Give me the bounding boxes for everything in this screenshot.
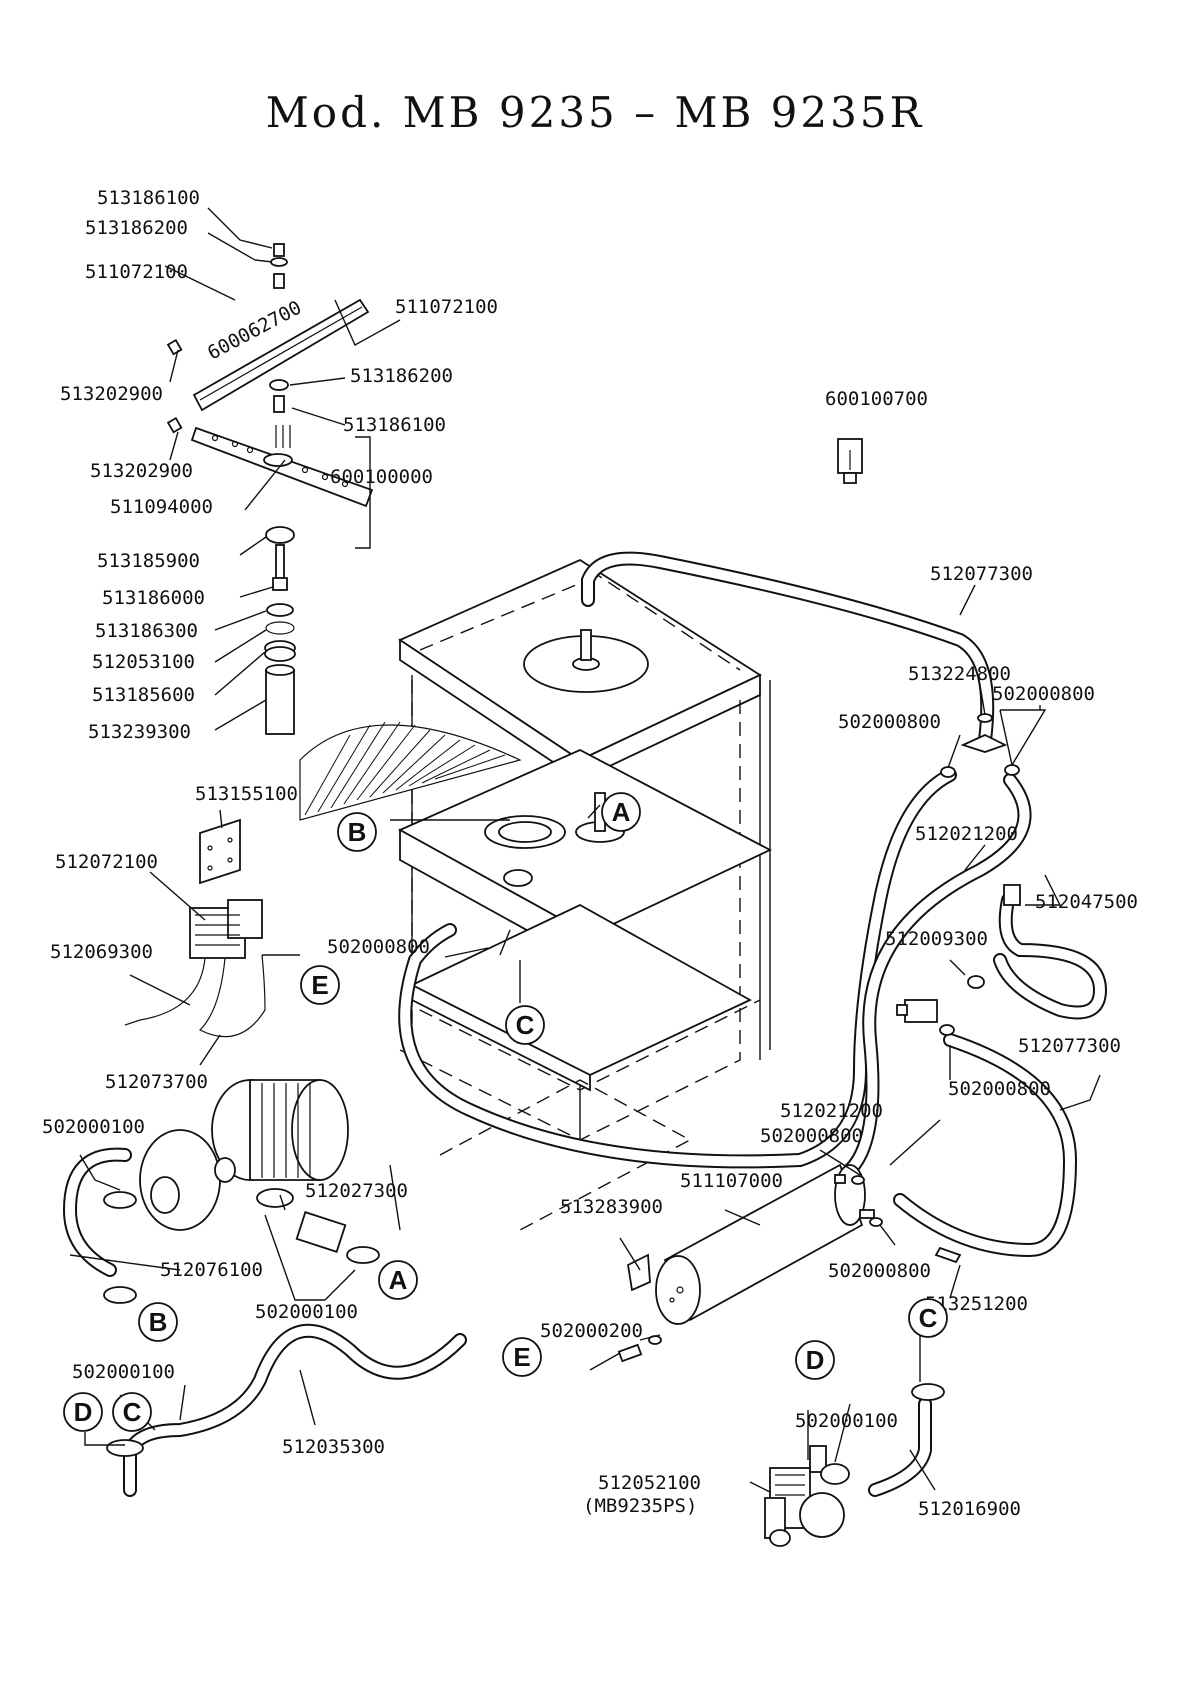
part-label: 512077300 — [1018, 1035, 1121, 1057]
svg-text:B: B — [348, 817, 367, 847]
part-label: 513251200 — [925, 1293, 1028, 1315]
part-label: 512052100 — [598, 1472, 701, 1494]
part-label: 512016900 — [918, 1498, 1021, 1520]
part-label: 502000100 — [72, 1361, 175, 1383]
svg-text:D: D — [806, 1345, 825, 1375]
callout-c: C — [505, 1005, 545, 1045]
part-label: 502000800 — [327, 936, 430, 958]
leader-lines — [69, 207, 1101, 1493]
inlet-valve-512009300 — [896, 884, 1021, 1036]
part-label: 600100700 — [825, 388, 928, 410]
part-label: 502000800 — [760, 1125, 863, 1147]
part-label: 600100000 — [330, 466, 433, 488]
part-label: 502000800 — [828, 1260, 931, 1282]
part-label: 512035300 — [282, 1436, 385, 1458]
svg-text:C: C — [123, 1397, 142, 1427]
part-label: 512076100 — [160, 1259, 263, 1281]
part-label: 513283900 — [560, 1196, 663, 1218]
part-label: 513185900 — [97, 550, 200, 572]
part-label: 513239300 — [88, 721, 191, 743]
svg-text:C: C — [919, 1303, 938, 1333]
part-label: 511107000 — [680, 1170, 783, 1192]
part-label: 513202900 — [90, 460, 193, 482]
solenoid-assembly — [124, 818, 300, 1038]
y-connector-513224800 — [940, 713, 1020, 778]
part-label: 502000800 — [838, 711, 941, 733]
callout-a: A — [378, 1260, 418, 1300]
svg-text:E: E — [513, 1342, 530, 1372]
part-label: 512077300 — [930, 563, 1033, 585]
part-label: 502000800 — [948, 1078, 1051, 1100]
callout-e: E — [502, 1337, 542, 1377]
callout-c: C — [908, 1298, 948, 1338]
part-label: 512047500 — [1035, 891, 1138, 913]
part-number-labels: 513186100 513186200 511072100 511072100 … — [42, 187, 1138, 1520]
part-label: 513186300 — [95, 620, 198, 642]
svg-text:A: A — [389, 1265, 408, 1295]
svg-text:E: E — [311, 970, 328, 1000]
boiler-511107000 — [617, 1163, 962, 1363]
part-label: 512053100 — [92, 651, 195, 673]
wash-pump-motor — [103, 1079, 380, 1457]
part-label: 512073700 — [105, 1071, 208, 1093]
part-label: 502000200 — [540, 1320, 643, 1342]
callout-e: E — [300, 965, 340, 1005]
part-label: 513186100 — [97, 187, 200, 209]
callout-c: C — [112, 1392, 152, 1432]
part-label: 513186000 — [102, 587, 205, 609]
part-label: 513202900 — [60, 383, 163, 405]
spray-arm-assembly — [166, 233, 374, 735]
callout-a: A — [601, 792, 641, 832]
diagram-title: Mod. MB 9235 – MB 9235R — [265, 88, 925, 137]
svg-text:C: C — [516, 1010, 535, 1040]
drain-pump-512052100 — [764, 1383, 945, 1547]
part-label: 513185600 — [92, 684, 195, 706]
svg-text:D: D — [74, 1397, 93, 1427]
part-label: 513186200 — [350, 365, 453, 387]
part-label: 511072100 — [395, 296, 498, 318]
part-label: 513155100 — [195, 783, 298, 805]
part-label: 502000800 — [992, 683, 1095, 705]
callout-b: B — [138, 1302, 178, 1342]
part-label: 502000100 — [795, 1410, 898, 1432]
part-label: 513186100 — [343, 414, 446, 436]
part-label: 512021200 — [915, 823, 1018, 845]
part-label: 513186200 — [85, 217, 188, 239]
part-label: 512069300 — [50, 941, 153, 963]
part-label: (MB9235PS) — [583, 1495, 697, 1517]
hoses — [62, 551, 1108, 1497]
part-label: 512009300 — [885, 928, 988, 950]
part-label: 502000100 — [255, 1301, 358, 1323]
svg-text:A: A — [612, 797, 631, 827]
fitting-600100700 — [837, 438, 863, 484]
callout-b: B — [337, 812, 377, 852]
part-label: 511094000 — [110, 496, 213, 518]
connection-callouts: A B C E A B E — [63, 792, 948, 1432]
svg-text:B: B — [149, 1307, 168, 1337]
tank-frame — [299, 558, 773, 1231]
part-label: 511072100 — [85, 261, 188, 283]
part-label: 502000100 — [42, 1116, 145, 1138]
callout-d: D — [795, 1340, 835, 1380]
callout-d: D — [63, 1392, 103, 1432]
part-label: 512021200 — [780, 1100, 883, 1122]
part-label: 513224800 — [908, 663, 1011, 685]
part-label: 512027300 — [305, 1180, 408, 1202]
part-label: 512072100 — [55, 851, 158, 873]
